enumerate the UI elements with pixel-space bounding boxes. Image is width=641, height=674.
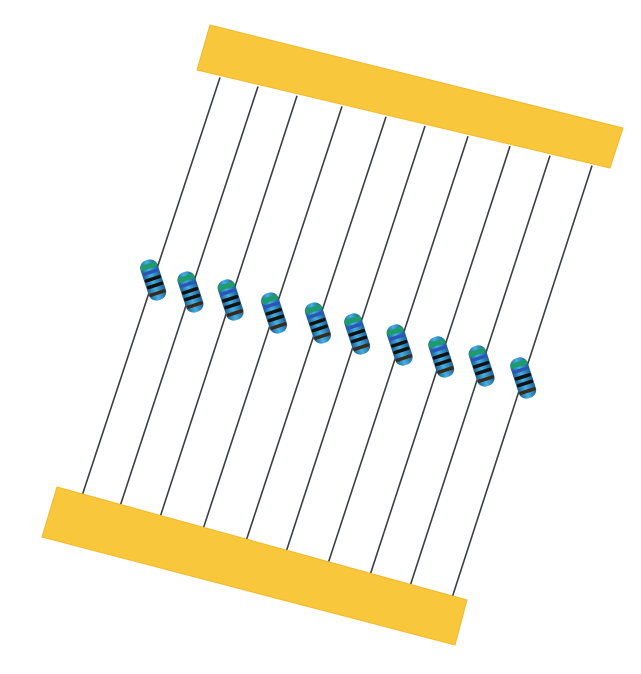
- color-band: [184, 293, 201, 302]
- color-band: [142, 268, 159, 277]
- color-band: [472, 360, 490, 369]
- color-band: [177, 273, 195, 283]
- color-band: [432, 351, 450, 360]
- color-band: [350, 335, 368, 344]
- color-band: [348, 328, 366, 337]
- color-band: [434, 358, 452, 367]
- color-band: [307, 311, 324, 320]
- color-band: [267, 314, 285, 323]
- color-band: [437, 366, 454, 374]
- color-band: [270, 322, 287, 330]
- color-band: [468, 347, 486, 357]
- color-band: [516, 379, 534, 388]
- color-band: [144, 274, 162, 283]
- color-band: [475, 367, 492, 376]
- resistor: [177, 271, 204, 313]
- color-band: [186, 301, 203, 309]
- color-band: [395, 354, 413, 362]
- resistor: [428, 336, 455, 378]
- resistor: [510, 357, 537, 399]
- color-band: [430, 345, 447, 354]
- color-band: [265, 307, 282, 316]
- color-band: [344, 315, 362, 325]
- resistor: [344, 313, 371, 355]
- color-band: [219, 288, 237, 297]
- color-band: [224, 301, 241, 310]
- color-band: [391, 339, 408, 348]
- color-band: [510, 359, 528, 369]
- resistor: [261, 292, 288, 334]
- top-tape: [196, 24, 624, 169]
- color-band: [311, 324, 328, 333]
- color-band: [149, 289, 166, 297]
- color-band: [217, 281, 235, 291]
- color-band: [263, 301, 280, 310]
- color-band: [353, 343, 370, 351]
- color-band: [304, 304, 322, 314]
- color-band: [261, 294, 279, 304]
- color-band: [226, 309, 244, 317]
- color-band: [140, 261, 158, 271]
- resistor: [140, 259, 167, 301]
- color-band: [470, 354, 488, 363]
- color-band: [428, 338, 446, 348]
- color-band: [393, 346, 410, 355]
- resistor: [217, 279, 244, 321]
- bottom-tape: [41, 486, 468, 646]
- color-band: [388, 333, 406, 342]
- color-band: [514, 372, 532, 381]
- color-band: [181, 286, 199, 295]
- resistor: [468, 345, 495, 387]
- color-band: [386, 326, 404, 336]
- color-band: [519, 387, 536, 395]
- color-band: [314, 332, 331, 340]
- color-band: [146, 281, 164, 290]
- resistor: [304, 302, 331, 344]
- color-band: [346, 322, 363, 331]
- color-band: [179, 280, 197, 289]
- resistors: [140, 259, 537, 399]
- color-band: [222, 294, 239, 303]
- color-band: [512, 366, 529, 375]
- resistor: [386, 324, 413, 366]
- color-band: [309, 317, 326, 326]
- color-band: [477, 375, 495, 383]
